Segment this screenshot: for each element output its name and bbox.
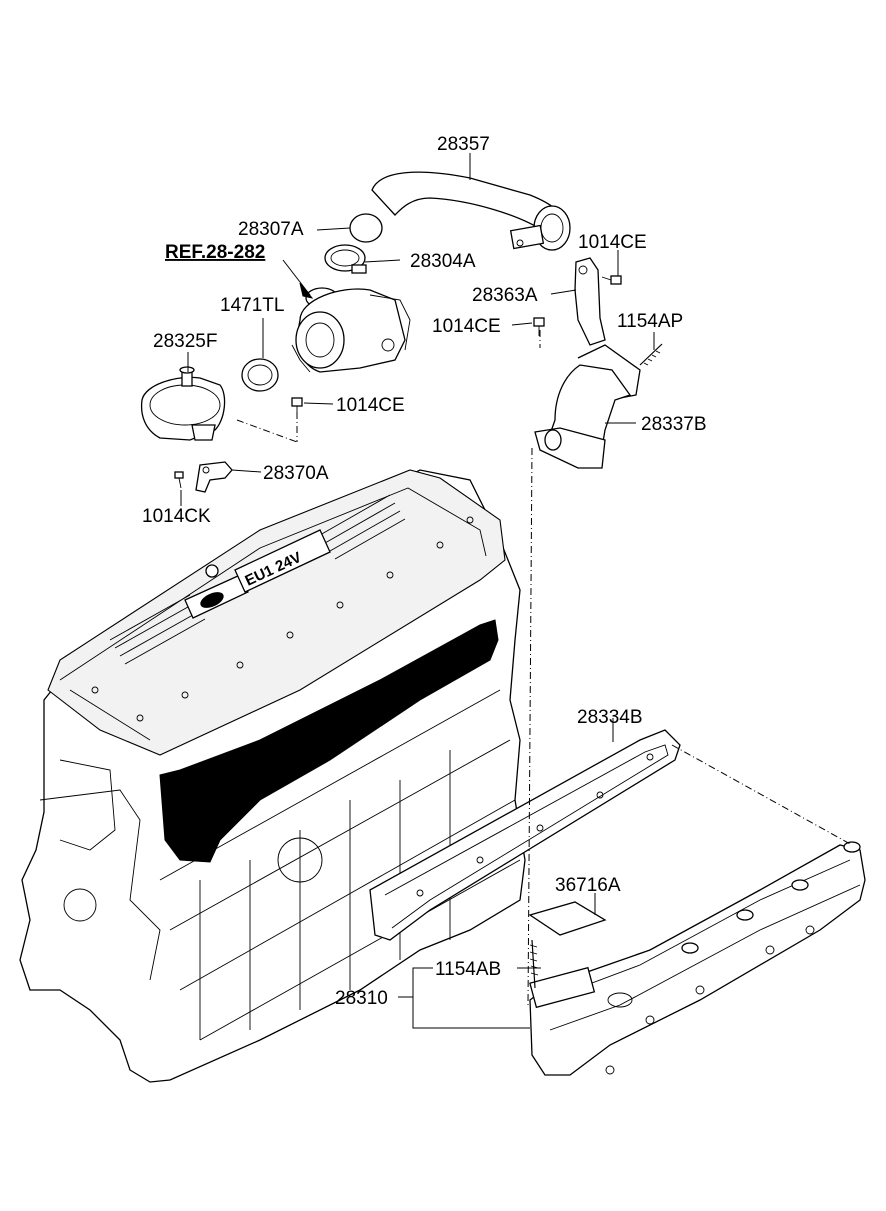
bolt-1014CE-mid xyxy=(533,317,545,336)
head-gasket-shape xyxy=(159,619,499,863)
label-28357: 28357 xyxy=(437,134,490,155)
bolt-1014CK xyxy=(174,471,184,489)
hose-clamp-1471TL xyxy=(241,358,279,392)
bolt-1014CE-left xyxy=(291,397,303,414)
label-28363A: 28363A xyxy=(472,285,538,306)
label-28310: 28310 xyxy=(335,988,388,1009)
label-1154AP: 1154AP xyxy=(617,311,683,332)
leader-lines xyxy=(180,153,655,1029)
label-36716A: 36716A xyxy=(555,875,621,896)
gasket-ring-28307A xyxy=(349,213,383,243)
label-28307A: 28307A xyxy=(238,219,304,240)
flange-gasket-36716A xyxy=(528,901,607,936)
label-28334B: 28334B xyxy=(577,707,643,728)
bolt-1014CE-top xyxy=(601,275,622,285)
label-28337B: 28337B xyxy=(641,414,707,435)
label-28370A: 28370A xyxy=(263,463,329,484)
turbocharger xyxy=(291,287,411,373)
intake-duct-28357 xyxy=(371,171,571,251)
label-1014CE-mid: 1014CE xyxy=(432,316,501,337)
clamp-28304A xyxy=(324,244,367,274)
stud-1154AB xyxy=(529,939,539,989)
label-1154AB: 1154AB xyxy=(435,959,501,980)
engine-block: EU1 24V xyxy=(19,469,526,1083)
part-labels: 28357 28307A REF.28-282 28304A 1014CE 28… xyxy=(142,134,707,1009)
label-1014CE-top: 1014CE xyxy=(578,232,647,253)
label-28304A: 28304A xyxy=(410,251,476,272)
label-1014CK: 1014CK xyxy=(142,506,211,527)
label-ref-28-282: REF.28-282 xyxy=(165,242,265,263)
stud-1154AP xyxy=(639,343,663,366)
bracket-28363A xyxy=(574,257,606,346)
elbow-pipe-28337B xyxy=(534,344,641,469)
ref-arrow xyxy=(299,282,314,299)
label-28325F: 28325F xyxy=(153,331,217,352)
manifold-gasket-28334B xyxy=(369,729,681,941)
bracket-28370A xyxy=(195,461,233,493)
alignment-lines xyxy=(236,330,853,1006)
label-1014CE-left: 1014CE xyxy=(336,395,405,416)
air-housing-28325F xyxy=(140,366,226,441)
exhaust-manifold-28310 xyxy=(529,841,866,1076)
label-1471TL: 1471TL xyxy=(220,295,284,316)
